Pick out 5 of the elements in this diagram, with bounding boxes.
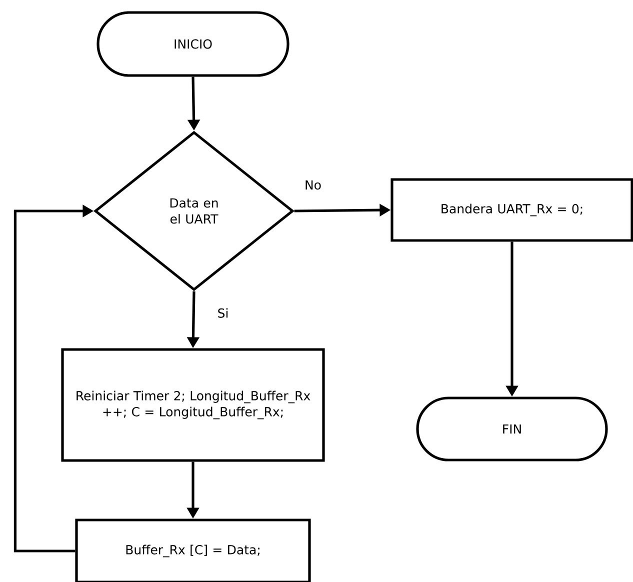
edge-label: No bbox=[304, 179, 322, 191]
process-box: Buffer_Rx [C] = Data; bbox=[75, 518, 311, 582]
edge-label: Si bbox=[216, 307, 230, 319]
process-box: Reiniciar Timer 2; Longitud_Buffer_Rx ++; C = Longitud_Buffer_Rx; bbox=[61, 348, 325, 462]
process-box: Bandera UART_Rx = 0; bbox=[390, 178, 633, 242]
